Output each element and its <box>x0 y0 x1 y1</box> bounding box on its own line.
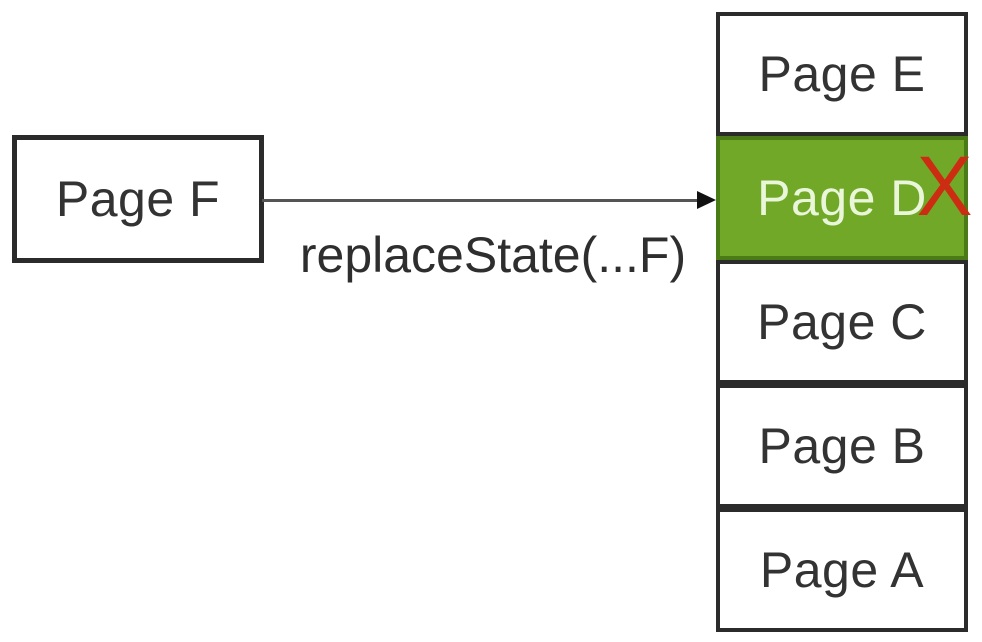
page-f-box: Page F <box>12 135 264 263</box>
page-a-label: Page A <box>759 542 925 598</box>
replacestate-call-label: replaceState(...F) <box>299 227 687 283</box>
history-stack-item-page-a: Page A <box>716 508 968 632</box>
arrow-line <box>262 199 700 202</box>
history-stack-item-page-e: Page E <box>716 12 968 136</box>
page-c-label: Page C <box>757 294 927 350</box>
page-b-label: Page B <box>758 418 926 474</box>
history-stack-item-page-c: Page C <box>716 260 968 384</box>
page-f-label: Page F <box>55 171 221 227</box>
history-stack: Page E Page D X Page C Page B Page A <box>716 12 973 632</box>
page-e-label: Page E <box>758 46 926 102</box>
arrow-head-icon <box>697 191 716 209</box>
history-stack-item-page-b: Page B <box>716 384 968 508</box>
page-d-label: Page D <box>757 170 927 226</box>
history-stack-item-page-d: Page D X <box>716 136 973 260</box>
